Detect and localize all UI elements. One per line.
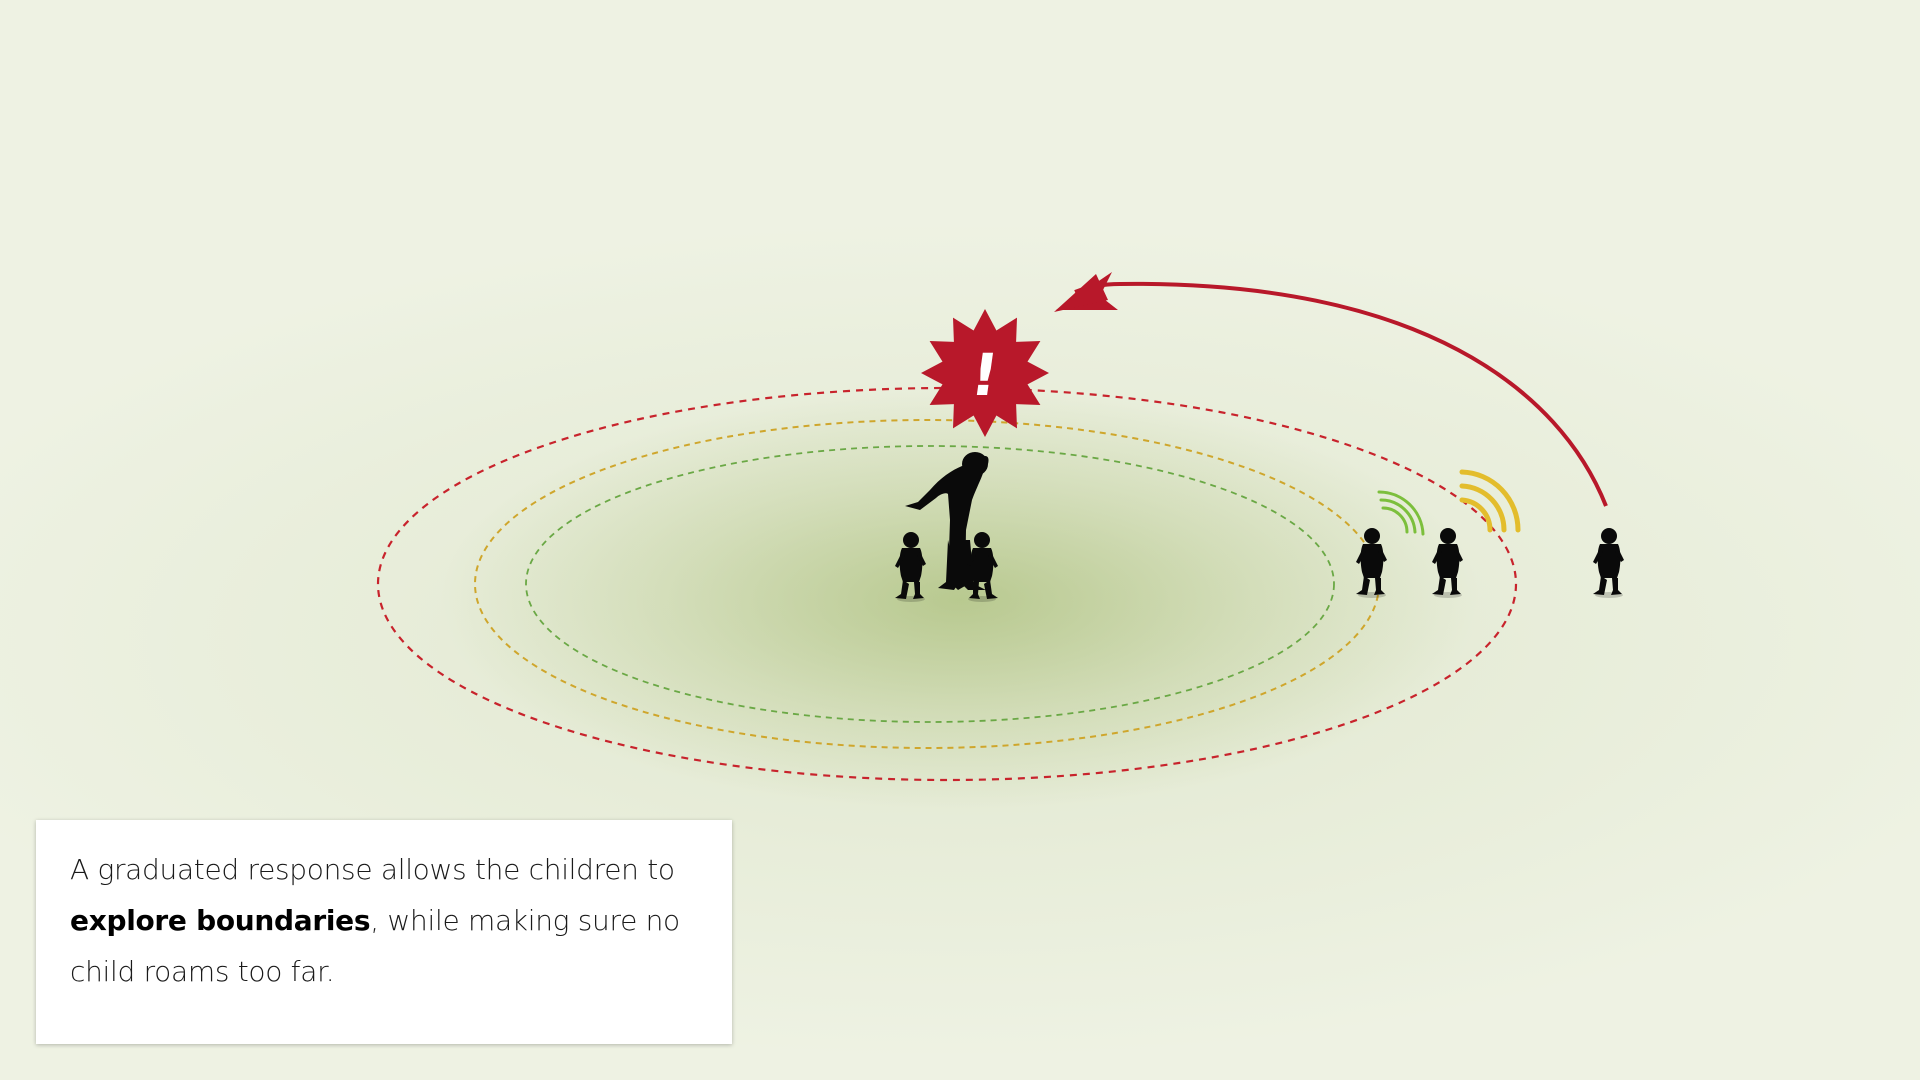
adult-silhouette-icon: [905, 452, 989, 590]
caption-line-after: , while making sure no child roams too f…: [70, 904, 680, 988]
caption-line-before: A graduated response allows the children…: [70, 853, 675, 886]
child-silhouette-icon: [895, 532, 926, 602]
signal-wave-icon-yellow: [1459, 469, 1521, 533]
inner-ring: [525, 445, 1335, 723]
return-arrow-icon: [1054, 272, 1608, 507]
caption-bold: explore boundaries: [70, 904, 371, 937]
caption-box: A graduated response allows the children…: [36, 820, 732, 1044]
child-silhouette-icon: [1356, 528, 1387, 598]
child-silhouette-icon: [1432, 528, 1463, 598]
signal-wave-icon-green: [1377, 490, 1425, 536]
caption-text: A graduated response allows the children…: [70, 844, 698, 997]
child-silhouette-icon: [1593, 528, 1624, 598]
alert-burst-icon: !: [921, 309, 1049, 437]
middle-ring: [474, 419, 1380, 749]
child-silhouette-icon: [967, 532, 998, 602]
